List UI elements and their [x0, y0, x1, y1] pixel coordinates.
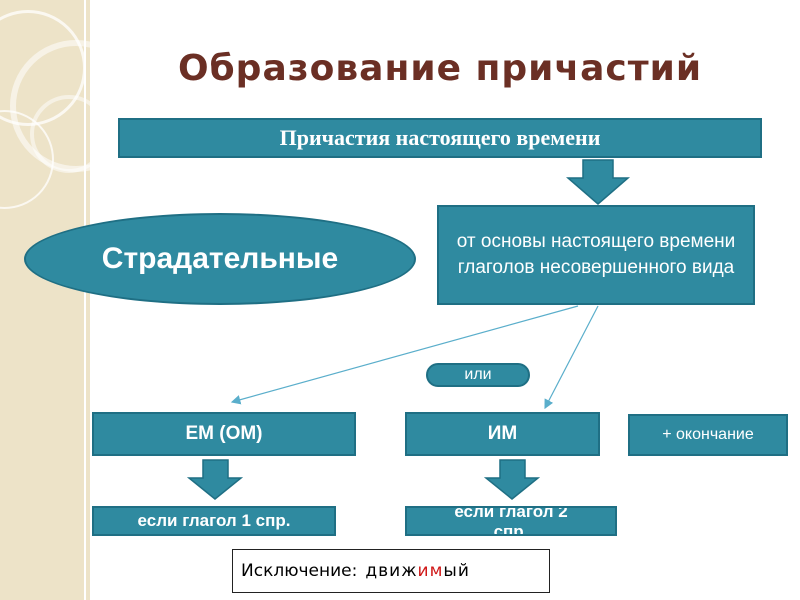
decorative-ring — [30, 95, 90, 173]
condition-conjugation-2: если глагол 2 спр. — [405, 506, 617, 536]
page-title: Образование причастий — [177, 48, 703, 89]
exception-word-start: движ — [365, 561, 418, 581]
suffix-em-box: ЕМ (ОМ) — [92, 412, 356, 456]
exception-box: Исключение: движимый — [232, 549, 550, 593]
connector-arrow-em — [230, 305, 579, 405]
block-arrow-down — [565, 159, 631, 205]
exception-word-end: ый — [443, 561, 470, 581]
block-arrow-down — [483, 459, 541, 500]
suffix-im-box: ИМ — [405, 412, 600, 456]
or-pill: или — [426, 363, 530, 387]
header-box: Причастия настоящего времени — [118, 118, 762, 158]
decorative-line — [84, 0, 86, 600]
condition-conjugation-2-text: если глагол 2 спр. — [454, 506, 568, 536]
condition-conjugation-1: если глагол 1 спр. — [92, 506, 336, 536]
passive-participles-ellipse: Страдательные — [24, 213, 416, 305]
exception-label: Исключение: — [241, 561, 358, 581]
decorative-side-strip — [0, 0, 90, 600]
ending-box: + окончание — [628, 414, 788, 456]
block-arrow-down — [186, 459, 244, 500]
connector-arrow-im — [544, 305, 599, 410]
exception-word-suffix: им — [417, 561, 444, 581]
exception-word: движимый — [365, 561, 470, 581]
verb-stem-box: от основы настоящего времени глаголов не… — [437, 205, 755, 305]
